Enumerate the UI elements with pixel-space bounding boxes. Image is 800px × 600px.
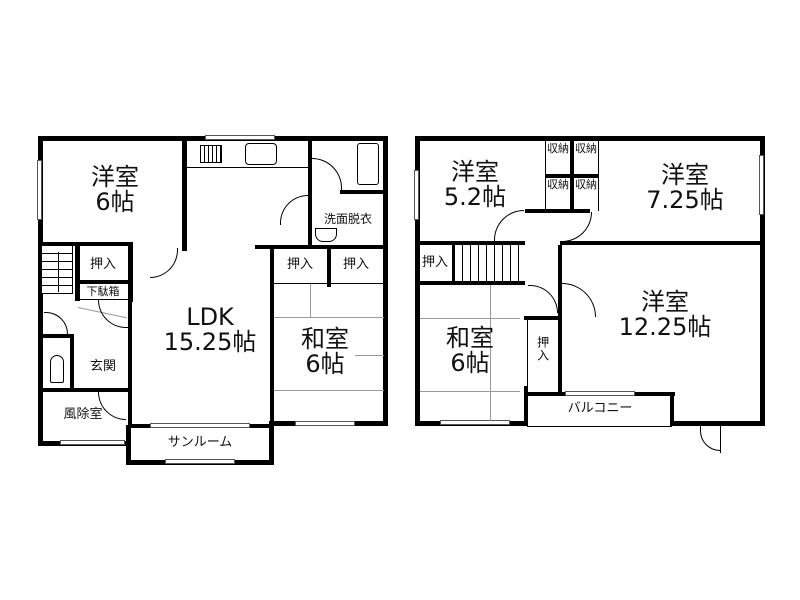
wall xyxy=(524,386,528,426)
door-swing xyxy=(494,210,524,242)
shoe-box-label: 下駄箱 xyxy=(86,285,120,298)
wall xyxy=(38,136,312,141)
closet-label: 押入 xyxy=(342,257,369,272)
door-swing xyxy=(312,158,342,190)
storage-label: 収納 xyxy=(575,142,597,155)
window xyxy=(150,423,250,428)
wall xyxy=(128,298,132,428)
bathtub-icon xyxy=(357,143,379,185)
door-swing xyxy=(98,300,128,328)
wall xyxy=(38,136,43,446)
room-label-western-12-25: 洋室 12.25帖 xyxy=(618,288,712,342)
door-swing xyxy=(44,312,68,334)
wall xyxy=(70,334,74,390)
entrance-label: 玄関 xyxy=(89,359,116,374)
window xyxy=(295,421,355,426)
wall xyxy=(75,280,133,284)
room-label-western-5-2: 洋室 5.2帖 xyxy=(443,158,507,212)
wall xyxy=(78,244,128,245)
wall xyxy=(545,174,599,178)
wall xyxy=(524,316,562,320)
window xyxy=(440,420,510,425)
wall xyxy=(308,136,388,141)
wall xyxy=(274,283,384,284)
storage-label: 収納 xyxy=(547,142,569,155)
door-swing xyxy=(562,212,592,242)
tatami-line xyxy=(355,355,384,356)
room-label-western-6: 洋室 6帖 xyxy=(91,163,139,217)
wall xyxy=(80,299,130,300)
wall xyxy=(415,281,525,285)
wall xyxy=(42,334,70,338)
closet-label: 押入 xyxy=(89,257,116,272)
window xyxy=(165,459,235,464)
wall xyxy=(720,425,721,453)
wall xyxy=(383,136,388,426)
wall xyxy=(545,141,546,211)
tatami-line xyxy=(274,390,384,391)
wall xyxy=(340,190,388,194)
wall xyxy=(760,136,765,426)
sink-icon xyxy=(245,143,277,165)
wall xyxy=(558,245,562,395)
window xyxy=(414,170,419,220)
wall xyxy=(527,316,528,386)
stove-icon xyxy=(200,145,222,163)
storage-block: 収納 収納 収納 収納 xyxy=(545,141,599,211)
window xyxy=(565,391,635,396)
wall xyxy=(452,245,455,285)
balcony-label: バルコニー xyxy=(567,401,633,416)
sunroom-label: サンルーム xyxy=(167,435,233,450)
wall xyxy=(182,136,187,251)
door-swing xyxy=(528,285,558,313)
storage-label: 収納 xyxy=(547,178,569,191)
toilet-icon xyxy=(50,355,64,383)
storage-label: 収納 xyxy=(575,178,597,191)
wall xyxy=(560,241,765,245)
tatami-line xyxy=(310,284,311,317)
wall xyxy=(327,245,331,287)
door-swing xyxy=(150,248,178,278)
window xyxy=(205,135,275,140)
wall xyxy=(126,425,131,465)
staircase xyxy=(455,245,525,281)
room-label-ldk: LDK 15.25帖 xyxy=(163,303,257,357)
door-swing xyxy=(562,283,596,317)
tatami-line xyxy=(420,318,520,319)
wall xyxy=(527,426,672,427)
door-swing xyxy=(280,195,308,225)
tatami-line xyxy=(420,391,520,392)
wall xyxy=(415,136,765,141)
window xyxy=(60,440,125,445)
room-label-japanese-1f: 和室 6帖 xyxy=(301,325,349,379)
wall xyxy=(269,421,274,465)
wall xyxy=(255,245,388,249)
windbreak-label: 風除室 xyxy=(63,407,103,422)
staircase xyxy=(42,246,73,294)
closet-label: 押入 xyxy=(421,255,448,270)
wall xyxy=(270,245,274,425)
wall xyxy=(415,241,525,245)
wall xyxy=(75,246,80,301)
window xyxy=(759,155,764,215)
wash-basin-icon xyxy=(315,228,337,242)
room-label-japanese-2f: 和室 6帖 xyxy=(446,324,494,378)
stair-arrow xyxy=(58,252,59,292)
room-label-western-7-25: 洋室 7.25帖 xyxy=(646,161,724,215)
window xyxy=(37,160,42,220)
closet-label: 押入 xyxy=(535,336,550,362)
tatami-line xyxy=(274,317,384,318)
wall xyxy=(38,388,130,392)
wall xyxy=(670,421,765,426)
washroom-label: 洗面脱衣 xyxy=(323,212,372,226)
kitchen-counter xyxy=(187,167,308,168)
wall xyxy=(598,141,599,211)
wall xyxy=(525,209,590,213)
closet-label: 押入 xyxy=(286,257,313,272)
tatami-line xyxy=(490,285,491,421)
exterior-door-swing xyxy=(700,425,720,451)
wall xyxy=(128,242,133,302)
wall xyxy=(670,392,674,426)
wall xyxy=(308,136,312,249)
